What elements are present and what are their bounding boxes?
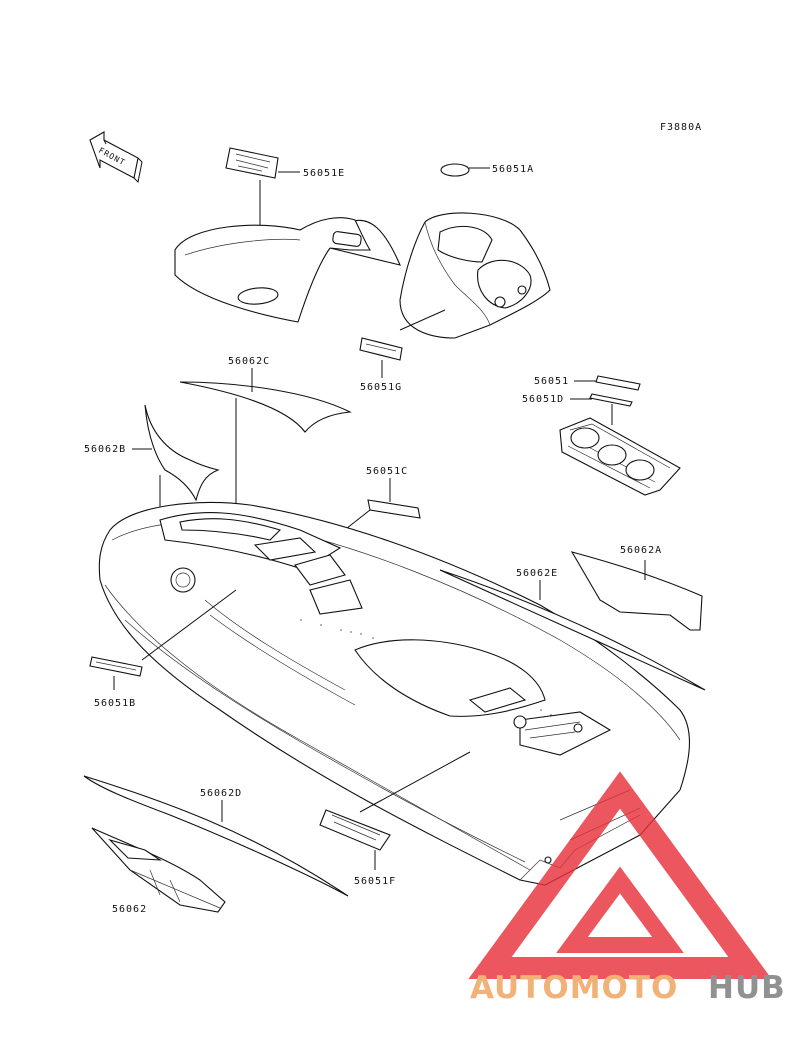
watermark-text-hub: HUB [708, 970, 786, 1006]
label-56051E: 56051E [303, 168, 345, 179]
watermark-text-auto: AUTOMOTO [470, 970, 678, 1006]
label-56062E: 56062E [516, 568, 558, 579]
label-56062D: 56062D [200, 788, 242, 799]
decal-56051G: 56051G [359, 309, 446, 393]
decal-56062C: 56062C [179, 356, 352, 512]
figure-code: F3880A [660, 122, 702, 133]
label-56051F: 56051F [354, 876, 396, 887]
hull-body [98, 501, 690, 886]
label-56051: 56051 [534, 376, 569, 387]
rear-tail-assembly: 56051 56051D [522, 375, 681, 496]
label-56051G: 56051G [360, 382, 402, 393]
decal-56062A: 56062A [570, 545, 703, 631]
hood-panel [174, 217, 401, 323]
decal-56051B: 56051B [89, 589, 237, 709]
label-56051B: 56051B [94, 698, 136, 709]
label-56062A: 56062A [620, 545, 662, 556]
decal-56062-jetski: 56062 [91, 827, 226, 915]
label-56062B: 56062B [84, 444, 126, 455]
label-56062: 56062 [112, 904, 147, 915]
steering-cowl [399, 212, 551, 339]
decal-56051F: 56051F [319, 751, 471, 887]
label-56062C: 56062C [228, 356, 270, 367]
front-arrow-icon: FRONT [89, 131, 143, 184]
label-56051D: 56051D [522, 394, 564, 405]
watermark-logo: AUTOMOTO HUB [468, 771, 786, 1006]
decal-56051A: 56051A [440, 163, 534, 177]
label-56051C: 56051C [366, 466, 408, 477]
decal-56062E: 56062E [439, 568, 706, 691]
decal-56051E: 56051E [225, 147, 345, 232]
label-56051A: 56051A [492, 164, 534, 175]
decal-56062D: 56062D [83, 775, 349, 897]
